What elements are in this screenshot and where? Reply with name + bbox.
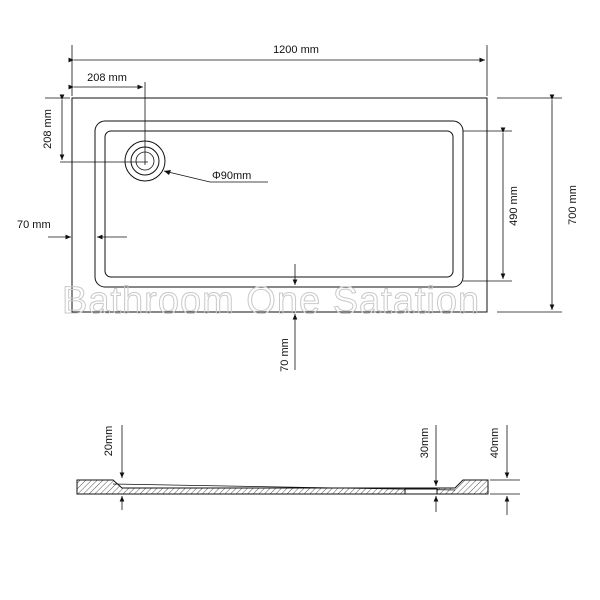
left-rim-label: 70 mm — [17, 219, 51, 231]
basin-outline-outer — [94, 120, 464, 288]
bottom-rim-label: 70 mm — [279, 338, 291, 372]
tray-profile — [76, 479, 489, 495]
inner-depth-label: 490 mm — [508, 186, 520, 226]
overall-width-label: 1200 mm — [273, 44, 319, 56]
waste-offset-y-label: 208 mm — [42, 109, 54, 149]
rim-height-label: 20mm — [103, 426, 115, 457]
plan-view: Φ90mm 1200 mm 208 mm 208 mm 70 mm 490 mm… — [17, 44, 579, 372]
waste-offset-x-label: 208 mm — [87, 72, 127, 84]
overall-depth-label: 700 mm — [567, 185, 579, 225]
section-view: 20mm 30mm 40mm — [76, 425, 520, 515]
waste-height-label: 30mm — [419, 428, 431, 459]
waste-diameter-label: Φ90mm — [212, 170, 251, 182]
total-height-label: 40mm — [489, 428, 501, 459]
watermark-text: Bathroom One Satation — [62, 280, 480, 322]
basin-outline-inner — [104, 130, 454, 278]
tray-outline — [71, 97, 488, 313]
waste-pipe — [404, 488, 438, 495]
